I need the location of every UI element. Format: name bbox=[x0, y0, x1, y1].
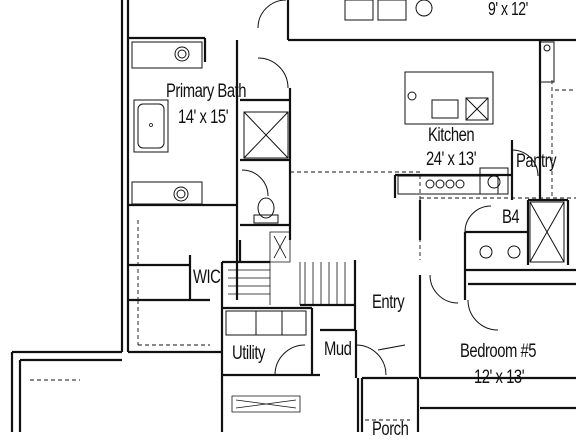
kitchen-dimension: 24' x 13' bbox=[426, 149, 477, 170]
kitchen-name: Kitchen bbox=[428, 125, 475, 146]
primary-bath-name: Primary Bath bbox=[166, 81, 247, 102]
porch-label: Porch bbox=[372, 419, 409, 440]
bedroom5-name: Bedroom #5 bbox=[460, 341, 537, 362]
wic-label: WIC bbox=[193, 267, 221, 288]
primary-bath-dimension: 14' x 15' bbox=[178, 107, 229, 128]
mud-label: Mud bbox=[324, 339, 352, 360]
top-room-dimension: 9' x 12' bbox=[488, 0, 528, 19]
dashed-lines bbox=[30, 39, 576, 421]
b4-label: B4 bbox=[502, 207, 520, 228]
utility-label: Utility bbox=[232, 343, 265, 364]
pantry-label: Pantry bbox=[516, 151, 557, 172]
entry-label: Entry bbox=[372, 292, 405, 313]
bedroom5-dimension: 12' x 13' bbox=[474, 367, 525, 388]
fixtures bbox=[131, 0, 565, 413]
